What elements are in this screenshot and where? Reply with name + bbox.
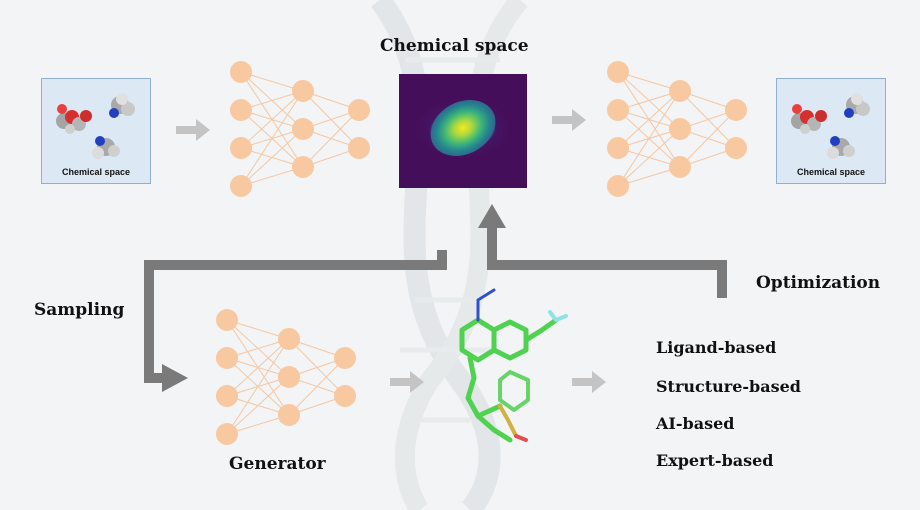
- output-molecules-panel: Chemical space: [776, 78, 886, 184]
- bond: [498, 404, 518, 438]
- flow-arrow-icon: [176, 119, 210, 141]
- method-ai-based: AI-based: [656, 414, 735, 433]
- panel-caption: Chemical space: [61, 167, 131, 177]
- network-edge: [617, 90, 681, 187]
- network-node: [278, 404, 300, 426]
- network-node: [348, 137, 370, 159]
- bond: [514, 434, 528, 442]
- sampling-flow-path: [144, 250, 447, 383]
- network-node: [216, 385, 238, 407]
- network-edge: [617, 90, 681, 149]
- flow-arrow-icon: [552, 109, 586, 131]
- network-node: [278, 366, 300, 388]
- network-node: [230, 61, 252, 83]
- network-edge: [617, 128, 681, 187]
- chemical-space-title: Chemical space: [380, 36, 529, 56]
- network-node: [607, 61, 629, 83]
- bond: [491, 319, 529, 361]
- molecule-spheres-icon: [791, 93, 870, 159]
- network-node: [230, 137, 252, 159]
- method-expert-based: Expert-based: [656, 451, 774, 470]
- network-node: [292, 118, 314, 140]
- network-node: [725, 99, 747, 121]
- molecule-spheres-icon: [56, 93, 135, 159]
- sampling-arrowhead-icon: [162, 364, 188, 392]
- network-node: [292, 80, 314, 102]
- flow-arrow-icon: [572, 371, 606, 393]
- network-node: [725, 137, 747, 159]
- bond: [475, 403, 503, 419]
- generated-molecule-model: [459, 288, 568, 443]
- network-edge: [240, 90, 304, 187]
- generator-label: Generator: [229, 454, 326, 474]
- bond: [498, 370, 530, 412]
- network-node: [230, 175, 252, 197]
- network-edge: [288, 357, 346, 416]
- bond: [476, 288, 496, 322]
- optimization-label: Optimization: [756, 273, 881, 293]
- optimization-flow-path: [487, 225, 727, 298]
- network-edge: [302, 109, 360, 168]
- network-edge: [240, 90, 304, 149]
- network-node: [348, 99, 370, 121]
- network-node: [292, 156, 314, 178]
- input-molecules-panel: Chemical space: [41, 78, 151, 184]
- network-node: [334, 347, 356, 369]
- bond: [523, 317, 559, 343]
- bond: [465, 355, 513, 443]
- network-node: [216, 309, 238, 331]
- network-edge: [240, 128, 304, 187]
- latent-space-heatmap: [399, 74, 527, 188]
- optimization-arrowhead-icon: [478, 204, 506, 228]
- network-edge: [679, 109, 737, 168]
- network-edge: [226, 376, 290, 435]
- network-edge: [226, 338, 290, 435]
- network-node: [230, 99, 252, 121]
- network-edge: [226, 338, 290, 397]
- flow-arrow-icon: [390, 371, 424, 393]
- network-node: [607, 137, 629, 159]
- panel-caption: Chemical space: [796, 167, 866, 177]
- bond: [459, 317, 497, 363]
- bond: [548, 310, 568, 322]
- network-node: [607, 175, 629, 197]
- network-node: [216, 347, 238, 369]
- generator-network: [216, 309, 356, 445]
- network-node: [607, 99, 629, 121]
- network-node: [278, 328, 300, 350]
- method-structure-based: Structure-based: [656, 377, 801, 396]
- sampling-label: Sampling: [34, 300, 125, 320]
- network-node: [334, 385, 356, 407]
- network-node: [216, 423, 238, 445]
- method-ligand-based: Ligand-based: [656, 338, 777, 357]
- network-node: [669, 80, 691, 102]
- network-node: [669, 118, 691, 140]
- network-node: [669, 156, 691, 178]
- encoder-network: [230, 61, 370, 197]
- decoder-network: [607, 61, 747, 197]
